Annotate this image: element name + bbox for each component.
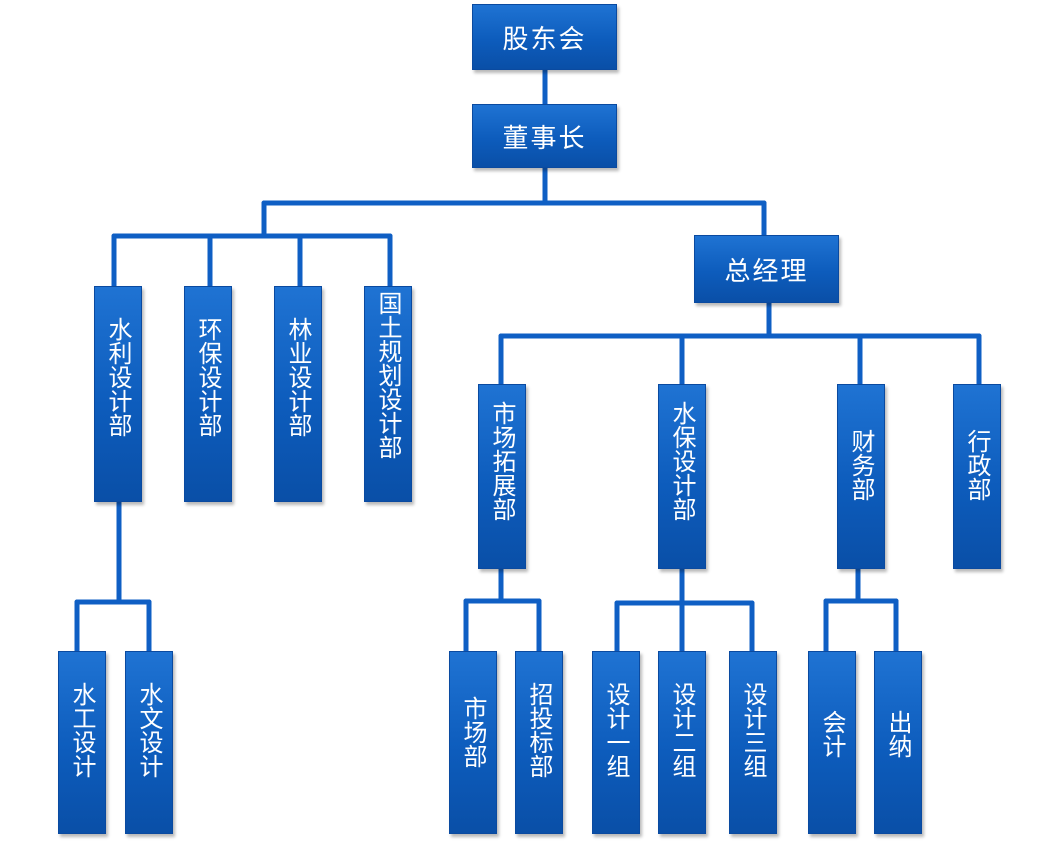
node-land-planning-design: 国土规划设计部 [364,286,412,502]
node-design-group-1: 设计一组 [592,651,640,834]
node-chairman: 董事长 [472,104,617,168]
node-general-manager: 总经理 [694,235,839,303]
node-label: 设计二组 [668,682,696,778]
node-label: 行政部 [963,429,991,501]
node-design-group-2: 设计二组 [658,651,706,834]
node-water-conservancy-design: 水利设计部 [94,286,142,502]
node-label: 会计 [818,710,846,758]
node-bidding: 招投标部 [515,651,563,834]
node-hydraulic-design: 水工设计 [58,651,106,834]
node-market-expansion: 市场拓展部 [478,384,526,569]
node-label: 国土规划设计部 [374,291,402,459]
node-administration: 行政部 [953,384,1001,569]
node-shareholders: 股东会 [472,4,617,70]
node-chairman-label: 董事长 [502,123,587,154]
node-forestry-design: 林业设计部 [274,286,322,502]
node-label: 出纳 [884,710,912,758]
node-label: 设计一组 [602,682,630,778]
node-label: 水工设计 [68,682,96,778]
node-accounting: 会计 [808,651,856,834]
node-label: 林业设计部 [284,317,312,437]
node-finance: 财务部 [837,384,885,569]
node-label: 市场部 [459,696,487,768]
node-label: 环保设计部 [194,317,222,437]
node-shareholders-label: 股东会 [502,24,587,55]
node-hydrology-design: 水文设计 [125,651,173,834]
node-label: 设计三组 [739,682,767,778]
node-label: 财务部 [847,429,875,501]
node-market: 市场部 [449,651,497,834]
node-label: 市场拓展部 [488,401,516,521]
node-soil-water-design: 水保设计部 [658,384,706,569]
node-cashier: 出纳 [874,651,922,834]
node-label: 水文设计 [135,682,163,778]
node-label: 水保设计部 [668,401,696,521]
node-label: 招投标部 [525,682,553,778]
node-label: 水利设计部 [104,317,132,437]
node-general-manager-label: 总经理 [724,256,809,287]
node-environmental-design: 环保设计部 [184,286,232,502]
node-design-group-3: 设计三组 [729,651,777,834]
